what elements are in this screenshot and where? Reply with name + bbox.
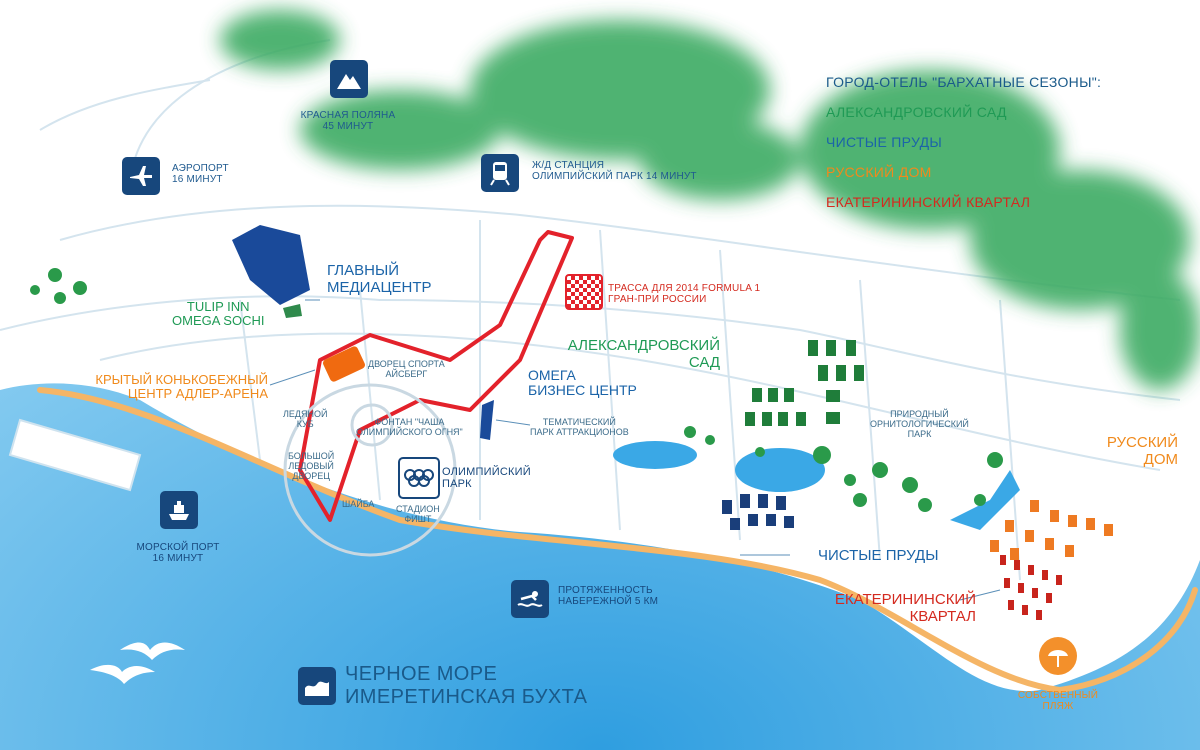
ship-icon [160,491,198,529]
ekaterin-buildings [1000,555,1062,620]
airplane-icon [122,157,160,195]
leader-lines [269,299,1001,601]
beach-strip [37,387,1198,694]
checkered-flag-icon [565,274,603,310]
media-center-building [232,225,310,305]
legend-item-ekaterin[interactable]: ЕКАТЕРИНИНСКИЙ КВАРТАЛ [826,194,1031,210]
sea-waves-icon [298,667,336,705]
train-icon [481,154,519,192]
omega-business-center [480,400,494,440]
formula-track [298,230,574,522]
swimmer-icon [511,580,549,618]
harbor-pier [8,418,142,492]
fountain-circle [350,403,394,447]
olympic-rings-icon [398,457,440,499]
olympic-park-circle [283,383,457,557]
label-shayba: ШАЙБА [342,499,375,509]
legend: ГОРОД-ОТЕЛЬ "БАРХАТНЫЕ СЕЗОНЫ": АЛЕКСАНД… [826,74,1186,224]
legend-item-russkiy-dom[interactable]: РУССКИЙ ДОМ [826,164,932,180]
legend-item-alex-garden[interactable]: АЛЕКСАНДРОВСКИЙ САД [826,104,1007,120]
label-chistye-prudy[interactable]: ЧИСТЫЕ ПРУДЫ [818,547,939,564]
chistye-prudy-buildings [722,494,794,530]
seagulls [90,642,185,684]
forest-area [220,10,1200,390]
legend-item-chistye-prudy[interactable]: ЧИСТЫЕ ПРУДЫ [826,134,943,150]
ponds [613,441,1020,530]
mountain-icon [330,60,368,98]
beach-umbrella-icon [1039,637,1077,675]
road-network [0,39,1181,581]
legend-title: ГОРОД-ОТЕЛЬ "БАРХАТНЫЕ СЕЗОНЫ": [826,74,1102,90]
palm-trees [30,268,1003,512]
iceberg-palace [323,346,365,382]
russkiy-dom-buildings [990,500,1113,560]
tulip-inn-building [283,304,302,318]
alex-garden-buildings [745,340,864,426]
